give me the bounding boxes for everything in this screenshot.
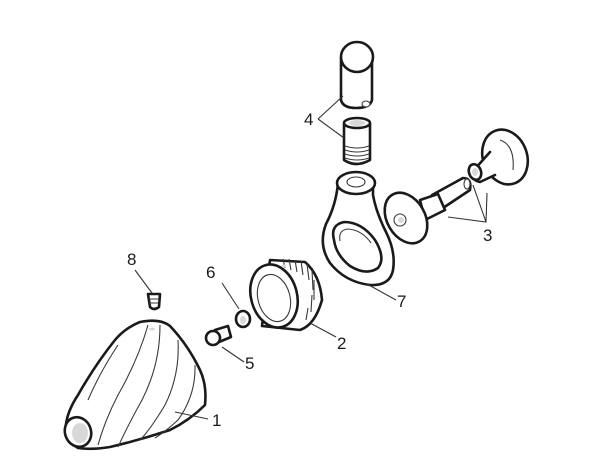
- label-part-7: 7: [397, 292, 407, 311]
- leader-1: [174, 411, 209, 420]
- part-7-banjo-body: [321, 170, 395, 287]
- part-2-collar-ring: [248, 258, 324, 332]
- label-part-3: 3: [483, 226, 493, 245]
- label-part-1: 1: [212, 411, 222, 430]
- leader-4: [317, 95, 345, 139]
- label-part-8: 8: [127, 250, 137, 269]
- label-part-4: 4: [304, 110, 314, 129]
- part-8-set-screw: [146, 292, 162, 311]
- label-part-6: 6: [206, 263, 216, 282]
- leader-6: [221, 282, 240, 310]
- leader-3: [447, 184, 488, 223]
- part-4-threaded-nipple: [342, 116, 372, 166]
- leader-5: [221, 346, 245, 363]
- label-part-2: 2: [337, 334, 347, 353]
- part-3-flanged-pin-rear: [467, 128, 530, 186]
- part-6-washer: [234, 309, 252, 329]
- part-5-hex-bolt: [204, 324, 233, 347]
- part-3-flanged-pin-front: [383, 176, 472, 245]
- leader-7: [366, 283, 397, 301]
- part-1-fluted-cone: [63, 319, 207, 451]
- label-part-5: 5: [245, 354, 255, 373]
- leader-8: [134, 269, 153, 294]
- leader-2: [309, 322, 337, 338]
- part-4-capped-tube: [339, 40, 375, 110]
